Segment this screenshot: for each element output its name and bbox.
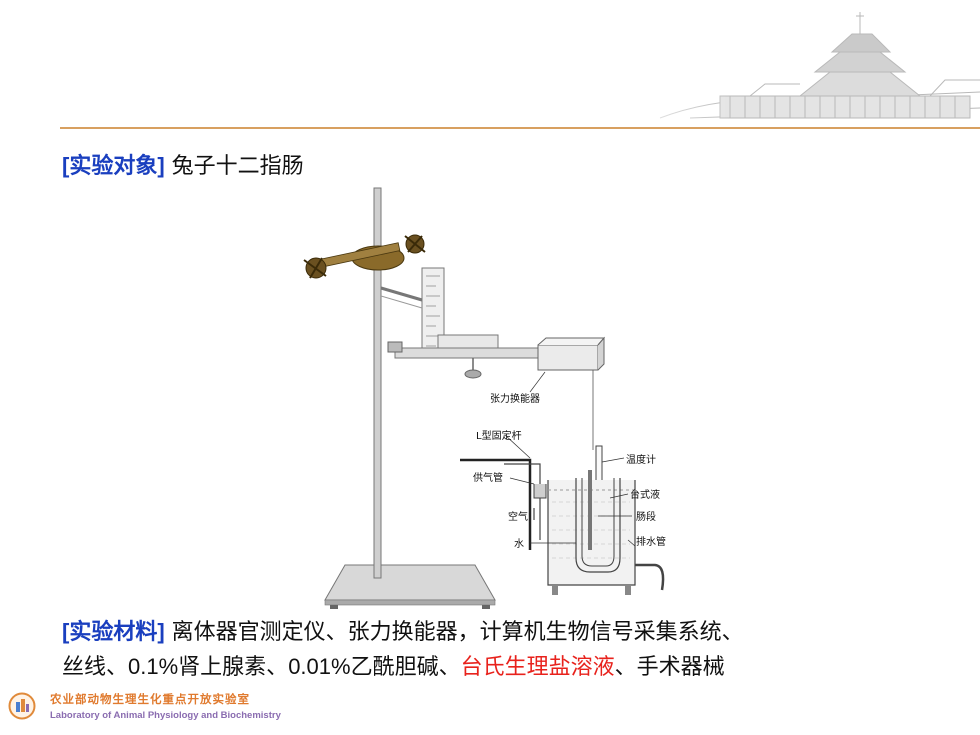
label-water: 水 xyxy=(514,538,524,550)
lab-logo-icon xyxy=(8,692,36,720)
footer-lab-name-en: Laboratory of Animal Physiology and Bioc… xyxy=(50,710,281,721)
materials-line-1: [实验材料] 离体器官测定仪、张力换能器，计算机生物信号采集系统、 xyxy=(62,615,962,650)
subject-tag: [实验对象] xyxy=(62,153,165,178)
label-thermometer: 温度计 xyxy=(626,453,656,466)
label-gas-tube: 供气管 xyxy=(473,471,503,484)
experiment-subject: [实验对象] 兔子十二指肠 xyxy=(62,148,304,180)
materials-text-1: 离体器官测定仪、张力换能器，计算机生物信号采集系统、 xyxy=(171,620,744,645)
label-l-rod: L型固定杆 xyxy=(476,429,522,442)
label-intestine: 肠段 xyxy=(636,510,656,523)
materials-tag: [实验材料] xyxy=(62,619,165,644)
material-adrenaline-conc: 0.1% xyxy=(128,654,179,679)
material-adrenaline: 肾上腺素、 xyxy=(178,655,289,680)
clamp xyxy=(303,234,426,279)
stand-base xyxy=(324,564,496,609)
material-ach-conc: 0.01% xyxy=(288,654,351,679)
material-tyrode-solution: 台氏生理盐溶液 xyxy=(460,655,615,680)
label-tyrode: 台式液 xyxy=(630,488,660,501)
subject-text: 兔子十二指肠 xyxy=(171,154,304,179)
experiment-materials: [实验材料] 离体器官测定仪、张力换能器，计算机生物信号采集系统、 丝线、0.1… xyxy=(62,615,962,685)
material-acetylcholine: 乙酰胆碱、 xyxy=(350,655,461,680)
label-transducer: 张力换能器 xyxy=(490,392,540,405)
banner-building-image xyxy=(600,0,980,130)
footer-lab-name-cn: 农业部动物生理生化重点开放实验室 xyxy=(50,692,250,706)
horizontal-arm xyxy=(387,334,606,379)
footer: 农业部动物生理生化重点开放实验室 Laboratory of Animal Ph… xyxy=(8,688,408,728)
material-surgical-tools: 、手术器械 xyxy=(614,655,725,680)
label-drain: 排水管 xyxy=(636,535,666,548)
material-thread: 丝线、 xyxy=(62,655,129,680)
header-divider xyxy=(60,127,980,129)
stand-rod xyxy=(373,187,382,579)
label-air: 空气 xyxy=(508,510,528,523)
materials-line-2: 丝线、0.1%肾上腺素、0.01%乙酰胆碱、台氏生理盐溶液、手术器械 xyxy=(62,650,962,685)
apparatus-diagram: 张力换能器 L型固定杆 温度计 供气管 台式液 空气 肠段 水 排水管 xyxy=(303,187,666,609)
